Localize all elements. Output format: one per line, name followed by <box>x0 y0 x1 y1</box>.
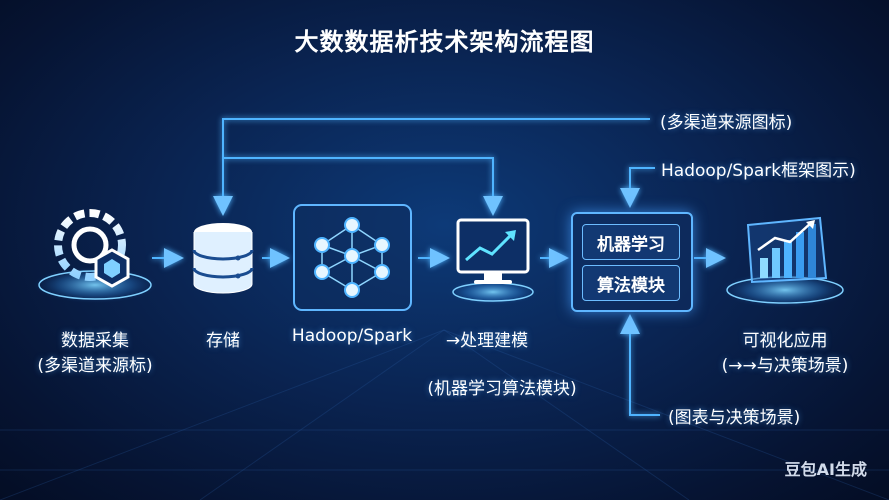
arrow-bottom-note <box>620 314 660 416</box>
arrow-hadoop-note <box>620 167 655 208</box>
loop-top-to-storage <box>213 118 650 216</box>
label-storage: 存储 <box>206 331 240 351</box>
loop-storage-to-process <box>223 157 503 216</box>
label-process: →处理建模 <box>445 331 529 351</box>
watermark: 豆包AI生成 <box>784 460 867 479</box>
label-collect: 数据采集 <box>61 331 129 351</box>
database-icon <box>192 223 254 294</box>
annotation-bottom: (图表与决策场景) <box>668 408 801 428</box>
page-title: 大数数据析技术架构流程图 <box>294 28 595 56</box>
sublabel-viz: (→→与决策场景) <box>721 356 849 376</box>
network-icon <box>293 204 412 311</box>
bar-chart-icon <box>721 216 849 308</box>
annotation-hadoop-note: Hadoop/Spark框架图示) <box>661 161 856 181</box>
ml-row-machine-learning: 机器学习 <box>582 224 680 260</box>
ml-row-algorithm: 算法模块 <box>582 265 680 301</box>
sublabel-collect: (多渠道来源标) <box>37 356 153 376</box>
annotation-top: (多渠道来源图标) <box>660 113 793 133</box>
label-viz: 可视化应用 <box>742 331 828 351</box>
monitor-chart-icon <box>447 218 539 305</box>
ml-module-box: 机器学习 算法模块 <box>571 212 693 312</box>
gear-cube-icon <box>33 209 157 303</box>
annotation-ml-note: (机器学习算法模块) <box>427 379 577 399</box>
label-hadoop: Hadoop/Spark <box>291 326 413 346</box>
